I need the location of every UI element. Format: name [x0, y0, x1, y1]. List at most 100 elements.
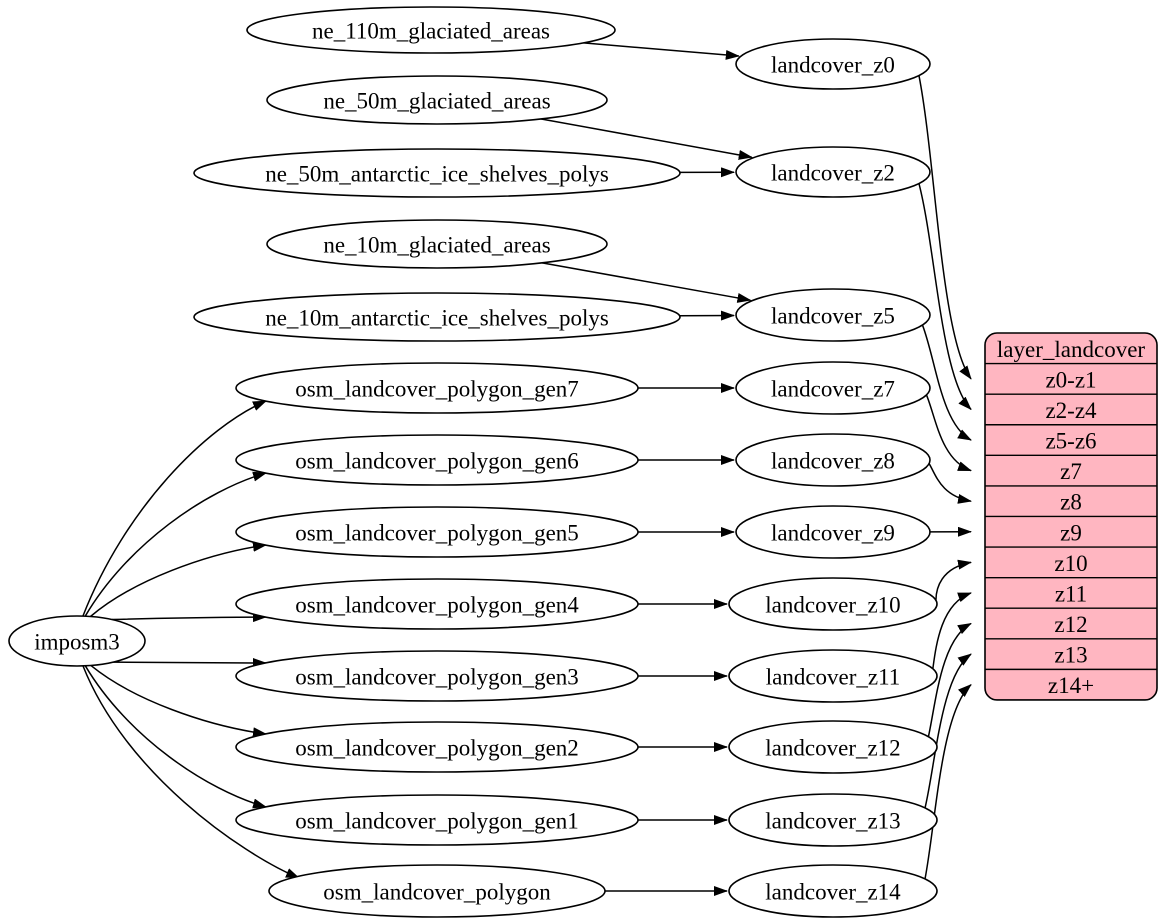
record-row-z10: z10: [1054, 551, 1087, 576]
osm_landcover_polygon_gen6-label: osm_landcover_polygon_gen6: [295, 449, 579, 474]
landcover_z11-node: landcover_z11: [728, 649, 938, 703]
imposm3-ellipse: [8, 615, 146, 667]
edge-imposm3-to-osm_landcover_polygon: [82, 665, 300, 879]
landcover_z7-node: landcover_z7: [735, 361, 931, 415]
landcover_z5-ellipse: [735, 288, 931, 342]
landcover_z14-label: landcover_z14: [765, 880, 901, 905]
landcover_z8-ellipse: [735, 433, 931, 487]
ne_110m_glaciated_areas-ellipse: [246, 6, 616, 54]
landcover_z12-label: landcover_z12: [765, 736, 900, 761]
ne_10m_antarctic_ice_shelves_polys-node: ne_10m_antarctic_ice_shelves_polys: [193, 292, 681, 342]
edge-landcover_z0-to-row-z0-z1: [918, 75, 972, 380]
landcover_z14-ellipse: [728, 864, 938, 918]
osm_landcover_polygon_gen1-ellipse: [235, 794, 639, 846]
osm_landcover_polygon_gen7-label: osm_landcover_polygon_gen7: [295, 377, 579, 402]
landcover_z13-ellipse: [728, 793, 938, 847]
landcover_z8-node: landcover_z8: [735, 433, 931, 487]
osm_landcover_polygon_gen1-node: osm_landcover_polygon_gen1: [235, 794, 639, 846]
edge-landcover_z14-to-row-z14+: [924, 684, 972, 880]
landcover_z7-label: landcover_z7: [771, 377, 895, 402]
landcover_z12-node: landcover_z12: [728, 720, 938, 774]
record-row-z0-z1: z0-z1: [1045, 367, 1096, 392]
landcover_z7-ellipse: [735, 361, 931, 415]
edge-landcover_z13-to-row-z13: [924, 653, 972, 809]
osm_landcover_polygon_gen2-ellipse: [235, 721, 639, 773]
ne_10m_glaciated_areas-ellipse: [266, 219, 608, 269]
osm_landcover_polygon_gen2-node: osm_landcover_polygon_gen2: [235, 721, 639, 773]
landcover_z0-ellipse: [735, 38, 931, 90]
osm_landcover_polygon-label: osm_landcover_polygon: [323, 880, 551, 905]
osm_landcover_polygon_gen6-ellipse: [235, 434, 639, 486]
osm_landcover_polygon_gen4-label: osm_landcover_polygon_gen4: [295, 593, 579, 618]
landcover_z2-node: landcover_z2: [735, 146, 931, 198]
osm_landcover_polygon_gen3-ellipse: [235, 650, 639, 702]
landcover_z0-node: landcover_z0: [735, 38, 931, 90]
ne_50m_glaciated_areas-label: ne_50m_glaciated_areas: [323, 89, 550, 114]
edges-layer: [82, 42, 972, 896]
edge-imposm3-to-osm_landcover_polygon_gen1: [84, 665, 267, 809]
landcover_z10-ellipse: [728, 577, 938, 631]
ne_50m_antarctic_ice_shelves_polys-ellipse: [193, 148, 681, 198]
record-row-z7: z7: [1060, 459, 1082, 484]
landcover_z13-label: landcover_z13: [765, 809, 900, 834]
edge-imposm3-to-osm_landcover_polygon_gen6: [84, 471, 267, 617]
edge-landcover_z10-to-row-z10: [935, 559, 972, 601]
osm_landcover_polygon_gen4-node: osm_landcover_polygon_gen4: [235, 578, 639, 630]
landcover_z9-node: landcover_z9: [735, 505, 931, 559]
edge-ne_110m_glaciated_areas-to-landcover_z0: [583, 42, 740, 60]
landcover_z8-label: landcover_z8: [771, 449, 895, 474]
landcover_z5-label: landcover_z5: [771, 304, 895, 329]
record-row-z13: z13: [1054, 643, 1087, 668]
edge-landcover_z2-to-row-z2-z4: [918, 183, 972, 411]
edge-landcover_z7-to-row-z7: [925, 394, 972, 472]
landcover_z9-ellipse: [735, 505, 931, 559]
osm_landcover_polygon-ellipse: [268, 864, 606, 918]
ne_10m_glaciated_areas-node: ne_10m_glaciated_areas: [266, 219, 608, 269]
osm_landcover_polygon_gen6-node: osm_landcover_polygon_gen6: [235, 434, 639, 486]
landcover_z14-node: landcover_z14: [728, 864, 938, 918]
landcover_z13-node: landcover_z13: [728, 793, 938, 847]
ne_110m_glaciated_areas-node: ne_110m_glaciated_areas: [246, 6, 616, 54]
edge-imposm3-to-osm_landcover_polygon_gen3: [113, 657, 267, 668]
edge-ne_10m_glaciated_areas-to-landcover_z5: [542, 262, 752, 303]
landcover_z11-label: landcover_z11: [766, 665, 901, 690]
edge-imposm3-to-osm_landcover_polygon_gen2: [90, 664, 267, 738]
edge-landcover_z5-to-row-z5-z6: [921, 324, 972, 441]
edge-landcover_z12-to-row-z12: [927, 622, 972, 737]
imposm3-label: imposm3: [34, 630, 120, 655]
edge-imposm3-to-osm_landcover_polygon_gen7: [82, 400, 267, 617]
ne_50m_antarctic_ice_shelves_polys-node: ne_50m_antarctic_ice_shelves_polys: [193, 148, 681, 198]
edge-landcover_z11-to-row-z11: [932, 592, 972, 669]
record-title: layer_landcover: [997, 337, 1145, 362]
landcover_z12-ellipse: [728, 720, 938, 774]
record-row-z11: z11: [1055, 581, 1087, 606]
ne_10m_glaciated_areas-label: ne_10m_glaciated_areas: [323, 233, 550, 258]
landcover_z2-label: landcover_z2: [771, 161, 895, 186]
osm_landcover_polygon_gen2-label: osm_landcover_polygon_gen2: [295, 736, 579, 761]
osm_landcover_polygon_gen1-label: osm_landcover_polygon_gen1: [295, 809, 579, 834]
landcover_z11-ellipse: [728, 649, 938, 703]
ne_50m_antarctic_ice_shelves_polys-label: ne_50m_antarctic_ice_shelves_polys: [265, 162, 609, 187]
ne_50m_glaciated_areas-ellipse: [266, 75, 608, 125]
osm_landcover_polygon_gen5-label: osm_landcover_polygon_gen5: [295, 521, 579, 546]
osm_landcover_polygon_gen3-label: osm_landcover_polygon_gen3: [295, 665, 579, 690]
edge-imposm3-to-osm_landcover_polygon_gen5: [90, 541, 267, 618]
ne_10m_antarctic_ice_shelves_polys-ellipse: [193, 292, 681, 342]
edge-ne_50m_glaciated_areas-to-landcover_z2: [541, 118, 753, 160]
osm_landcover_polygon_gen5-node: osm_landcover_polygon_gen5: [235, 506, 639, 558]
osm_landcover_polygon_gen3-node: osm_landcover_polygon_gen3: [235, 650, 639, 702]
landcover_z9-label: landcover_z9: [771, 521, 895, 546]
landcover_z5-node: landcover_z5: [735, 288, 931, 342]
osm_landcover_polygon_gen7-node: osm_landcover_polygon_gen7: [235, 362, 639, 414]
edge-imposm3-to-osm_landcover_polygon_gen4: [111, 612, 267, 623]
record-row-z14+: z14+: [1048, 673, 1094, 698]
ne_50m_glaciated_areas-node: ne_50m_glaciated_areas: [266, 75, 608, 125]
osm_landcover_polygon-node: osm_landcover_polygon: [268, 864, 606, 918]
record-node-layer-landcover: layer_landcoverz0-z1z2-z4z5-z6z7z8z9z10z…: [984, 332, 1158, 701]
landcover_z2-ellipse: [735, 146, 931, 198]
osm_landcover_polygon_gen5-ellipse: [235, 506, 639, 558]
record-row-z9: z9: [1060, 520, 1082, 545]
osm_landcover_polygon_gen7-ellipse: [235, 362, 639, 414]
record-row-z12: z12: [1054, 612, 1087, 637]
edge-landcover_z8-to-row-z8: [928, 463, 972, 504]
